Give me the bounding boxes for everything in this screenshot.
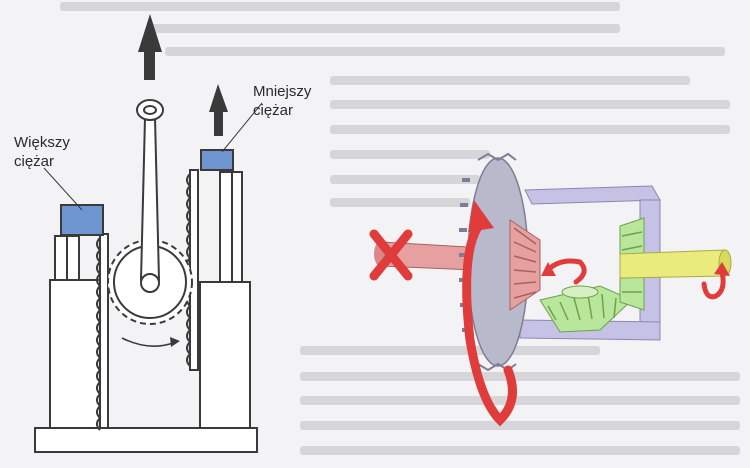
left-post-outer [54,235,68,281]
right-column [199,281,251,429]
smaller-weight [200,149,234,171]
right-up-arrow [209,84,228,136]
right-shaft [619,249,726,279]
center-up-arrow [138,14,162,80]
lever-ring-hole [143,105,157,115]
left-bevel-gear [509,219,541,311]
base-plate [34,427,258,453]
larger-weight-label-line1: Większy [14,134,70,151]
right-shaft-rotation-arrow [701,269,726,300]
spider-gear-rotation-arrow [545,258,587,285]
smaller-weight-label-line2: ciężar [253,102,294,119]
left-rack-teeth [96,237,102,431]
left-rack [99,233,109,429]
larger-weight-label-line2: ciężar [14,153,55,170]
pinion-axle [140,273,160,293]
rack-pinion-mechanism [34,99,258,453]
lever [139,117,161,281]
fixed-axle-marker [369,229,413,281]
left-column [49,279,101,429]
larger-weight-leader [43,167,83,211]
smaller-weight-leader [221,102,263,153]
rotation-arrow [121,337,177,347]
differential-gearset [369,152,732,427]
ring-gear-rotation-arrow [462,219,517,427]
left-post-inner [66,235,80,281]
smaller-weight-label-line1: Mniejszy [253,83,312,100]
right-post-inner [231,171,243,283]
right-post-outer [219,171,233,283]
